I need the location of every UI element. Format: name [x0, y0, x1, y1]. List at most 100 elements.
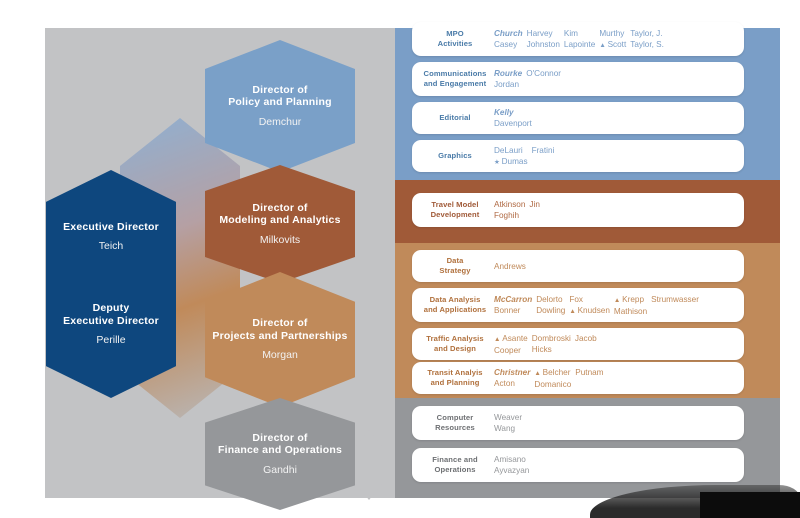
- staff-name: Jordan: [494, 80, 520, 89]
- staff-column: Andrews: [494, 261, 530, 272]
- staff-name: Kim: [563, 28, 578, 38]
- staff-name: Kelly: [494, 108, 514, 117]
- staff-name: ▲ Belcher: [534, 367, 571, 377]
- staff-name: Rourke: [494, 69, 523, 78]
- staff-name: Taylor, S.: [630, 39, 664, 49]
- star-marker-icon: ★: [494, 158, 502, 166]
- staff-name: Cooper: [494, 345, 521, 355]
- staff-name: Jacob: [574, 333, 597, 343]
- staff-name: ▲ Krepp: [613, 294, 645, 304]
- triangle-marker-icon: ▲: [494, 335, 503, 343]
- staff-name: Wang: [494, 424, 516, 433]
- triangle-marker-icon: ▲: [569, 307, 578, 315]
- staff-name: ★ Dumas: [494, 156, 528, 166]
- staff-name: Mathison: [613, 306, 648, 316]
- staff-name: Acton: [494, 378, 515, 388]
- staff-column: Taylor, J.Taylor, S.: [630, 28, 668, 50]
- triangle-marker-icon: ▲: [534, 369, 543, 377]
- staff-name: ▲ Asante: [494, 333, 528, 343]
- director-role-line1: Director of: [252, 83, 308, 96]
- staff-column: Putnam: [575, 367, 607, 378]
- staff-name: Amisano: [494, 455, 526, 464]
- staff-column: Murthy▲ Scott: [599, 28, 630, 51]
- staff-column: DeLauri★ Dumas: [494, 145, 532, 168]
- staff-name: Church: [494, 28, 523, 38]
- staff-name: DeLauri: [494, 145, 523, 155]
- deputy-executive-director-role: Deputy Executive Director: [63, 302, 159, 327]
- director-person: Gandhi: [263, 463, 297, 476]
- staff-name: Strumwasser: [651, 294, 699, 304]
- staff-name: Fox: [569, 294, 583, 304]
- director-finance-and-operations-hexagon[interactable]: Director of Finance and Operations Gandh…: [205, 398, 355, 510]
- director-projects-and-partnerships-hexagon[interactable]: Director of Projects and Partnerships Mo…: [205, 272, 355, 407]
- staff-name: Delorto: [536, 294, 563, 304]
- staff-name: McCarron: [494, 294, 533, 304]
- executive-director-role: Executive Director: [63, 220, 159, 233]
- staff-name: Hicks: [531, 344, 552, 354]
- staff-name: Fratini: [531, 145, 555, 155]
- director-modeling-and-analytics-hexagon[interactable]: Director of Modeling and Analytics Milko…: [205, 165, 355, 283]
- executive-director-person: Teich: [98, 240, 124, 253]
- group-name: Graphics: [438, 151, 472, 161]
- staff-name: Christner: [494, 367, 531, 377]
- staff-name: ▲ Knudsen: [569, 305, 610, 315]
- staff-column: Fratini: [532, 145, 559, 156]
- deputy-executive-director-person: Perille: [96, 334, 126, 347]
- executive-director-hexagon[interactable]: Executive Director Teich Deputy Executiv…: [46, 170, 176, 398]
- staff-column: Strumwasser: [651, 294, 703, 305]
- staff-name: Domanico: [534, 379, 572, 389]
- group-name: Editorial: [439, 113, 471, 123]
- director-role-line1: Director of: [252, 431, 308, 444]
- staff-name: Putnam: [575, 367, 604, 377]
- staff-name: Harvey: [526, 28, 553, 38]
- staff-name: Jin: [529, 200, 540, 209]
- staff-name: ▲ Scott: [599, 39, 627, 49]
- director-person: Morgan: [262, 349, 298, 361]
- triangle-marker-icon: ▲: [613, 296, 623, 304]
- staff-name: Bonner: [494, 305, 521, 315]
- staff-name: O'Connor: [526, 69, 562, 78]
- staff-name: Andrews: [494, 261, 526, 271]
- director-policy-and-planning-hexagon[interactable]: Director of Policy and Planning Demchur: [205, 40, 355, 172]
- director-person: Milkovits: [259, 233, 301, 246]
- staff-name: Dowling: [536, 305, 566, 315]
- staff-list: Andrews: [494, 261, 736, 272]
- director-role-line2: Policy and Planning: [228, 96, 332, 108]
- staff-name: Ayvazyan: [494, 466, 530, 475]
- staff-name: Johnston: [526, 39, 560, 49]
